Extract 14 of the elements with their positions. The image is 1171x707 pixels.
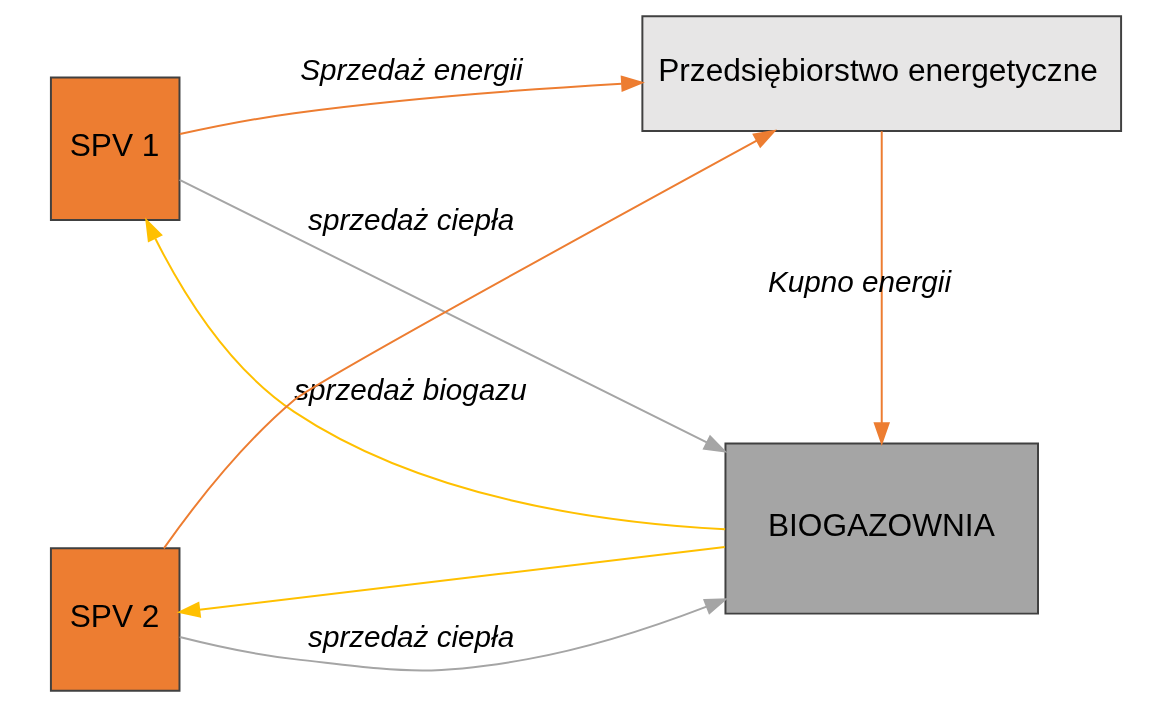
arrow — [872, 130, 890, 446]
edge-label: Sprzedaż energii — [299, 52, 523, 86]
arrow — [176, 546, 726, 618]
edge-label: sprzedaż ciepła — [307, 620, 514, 654]
arrow — [178, 75, 645, 136]
node-box: BIOGAZOWNIA — [723, 442, 1039, 615]
arrow — [162, 129, 777, 550]
arrow — [178, 598, 728, 672]
arrow — [144, 217, 726, 531]
node-box: Przedsiębiorstwo energetyczne — [640, 15, 1122, 132]
node-box: SPV 2 — [49, 547, 180, 692]
node-box: SPV 1 — [49, 76, 180, 221]
arrow — [178, 178, 727, 453]
edge-label: sprzedaż ciepła — [307, 202, 514, 236]
